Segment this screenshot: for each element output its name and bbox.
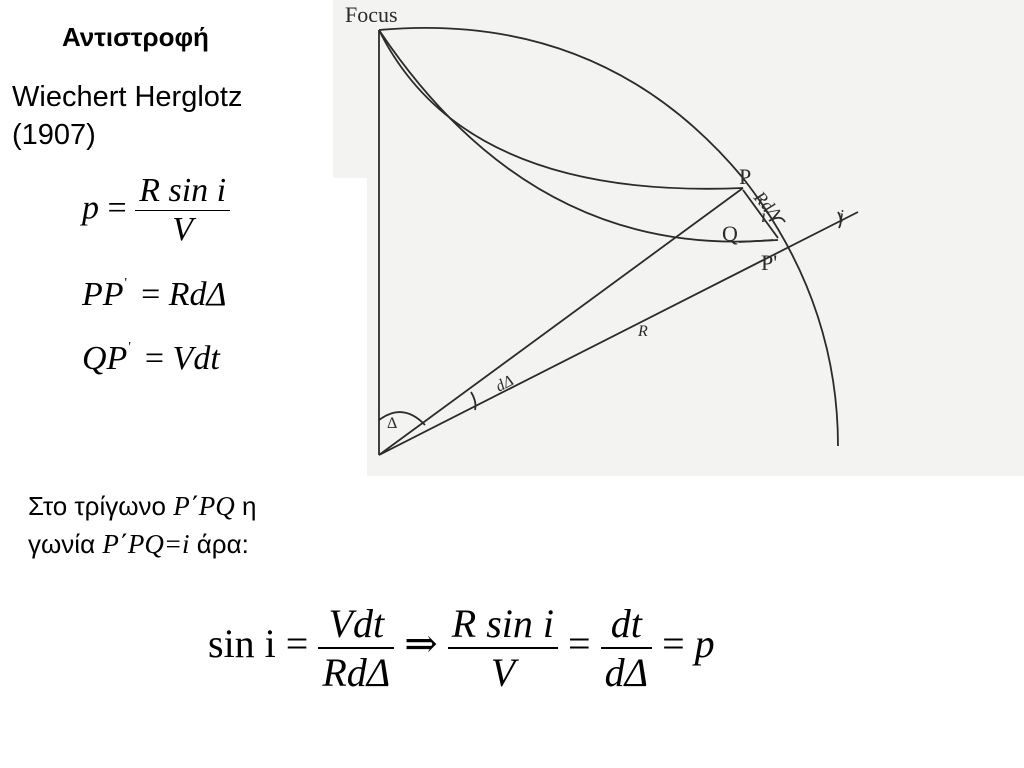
explanation-line-2: γωνία P΄PQ=i άρα: [28,525,348,563]
label-P: P [739,164,751,189]
explanation-line-2-math: P΄PQ=i [102,529,190,559]
final-op3: = [662,621,685,667]
eq3-rhs: Vdt [172,340,220,377]
equation-pp-prime: PP' = RdΔ [82,276,227,314]
final-fraction-3-num: dt [610,601,642,646]
segment-Q-P-prime [738,239,779,243]
label-d-delta: dΔ [493,372,516,395]
label-focus: Focus [345,2,398,27]
scan-mask [333,178,367,476]
implies-symbol: ⇒ [404,621,438,667]
explanation-line-1: Στο τρίγωνο P΄PQ η [28,487,348,525]
final-fraction-1: Vdt RdΔ [318,600,395,696]
eq3-prime: ' [128,340,131,355]
explanation-line-1-math: P΄PQ [173,491,235,521]
slide-title: Αντιστροφή [62,22,209,52]
eq3-op: = [144,340,165,377]
final-fraction-3-bar [600,647,653,649]
eq1-lhs: p [82,189,99,227]
eq1-denominator: V [172,211,194,248]
angle-i-arc-left [768,216,786,223]
final-op2: = [568,621,591,667]
authors-names: Wiechert Herglotz [12,81,243,113]
angle-d-delta-arc [470,391,477,411]
final-fraction-3-den: dΔ [604,650,649,695]
final-lhs: sin i [208,621,276,667]
eq1-op: = [107,189,127,227]
eq2-rhs: RdΔ [168,276,227,313]
equation-ray-parameter: p = R sin i V [82,172,231,249]
label-angle-i-right: i [839,206,844,226]
explanation-line-1-text: Στο τρίγωνο [28,491,174,521]
label-angle-i-left: i [761,206,766,226]
final-rhs: p [694,621,715,667]
angle-i-arc-right [837,211,842,229]
angle-delta-arc [378,411,426,426]
radius-line-P-prime [378,211,859,456]
explanation-line-2-end: άρα: [189,529,249,559]
final-fraction-2-den: V [490,650,516,695]
authors-year: (1907) [12,119,96,151]
eq2-lhs: PP [82,276,124,313]
label-delta: Δ [387,415,397,432]
eq3-lhs: QP [82,340,128,377]
segment-P-P-prime [742,189,779,239]
label-P-prime: P' [761,250,777,275]
final-fraction-1-den: RdΔ [322,650,391,695]
triangle-explanation: Στο τρίγωνο P΄PQ η γωνία P΄PQ=i άρα: [28,487,348,563]
eq1-fraction: R sin i V [135,172,231,249]
radius-line-P [378,187,744,456]
final-fraction-2-bar [447,647,559,649]
final-fraction-1-num: Vdt [328,601,385,646]
authors-block: Wiechert Herglotz (1907) [12,78,242,154]
final-fraction-2: R sin i V [447,600,559,696]
label-R: R [637,323,648,340]
final-fraction-1-bar [318,647,395,649]
eq1-numerator: R sin i [139,172,227,209]
ray-geometry-figure: Focus P Q P' RdΔ i i R dΔ Δ [333,0,1024,476]
ray-path-upper [378,29,744,190]
final-op1: = [285,621,309,667]
eq2-prime: ' [124,276,128,291]
surface-arc [378,26,839,447]
final-fraction-3: dt dΔ [600,600,653,696]
label-Q: Q [722,221,738,246]
final-equation: sin i = Vdt RdΔ ⇒ R sin i V = dt dΔ = p [208,600,715,696]
ray-path-lower [378,29,774,243]
equation-qp-prime: QP' = Vdt [82,340,220,378]
explanation-line-2-text: γωνία [28,529,103,559]
eq1-fraction-bar [135,210,231,211]
eq2-op: = [141,276,161,313]
final-fraction-2-num: R sin i [451,601,555,646]
explanation-line-1-end: η [234,491,257,521]
